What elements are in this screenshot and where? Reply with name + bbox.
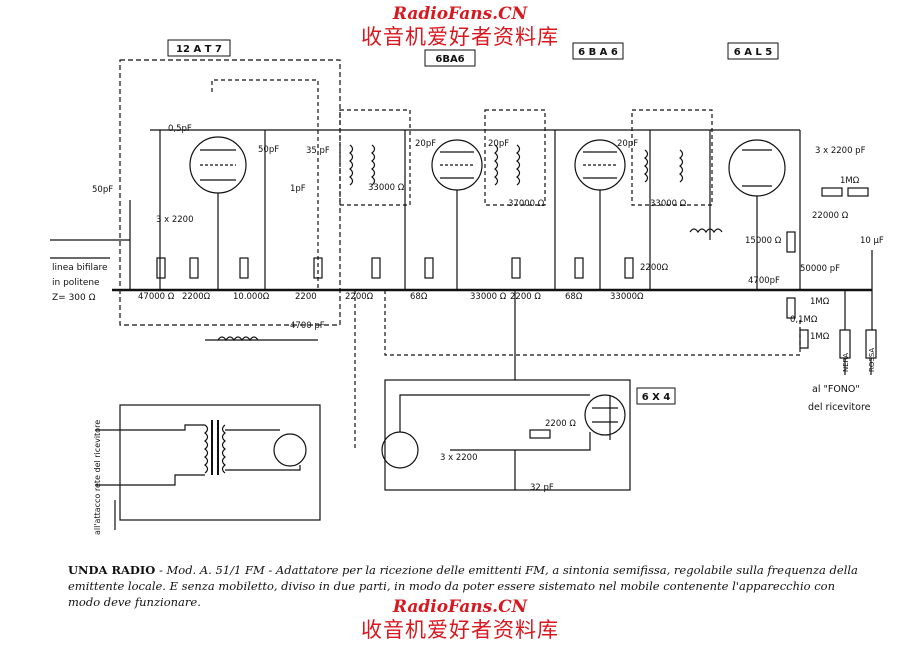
caption-model: Mod. A. 51/1 FM [166, 563, 265, 577]
line-label-3: Z= 300 Ω [52, 293, 96, 303]
if-can-2 [484, 109, 546, 206]
label-c20pf: 20pF [415, 139, 436, 149]
label-r37000: 37000 Ω [508, 199, 545, 209]
label-c4700: 4700 pF [290, 321, 325, 331]
watermark-site-bottom: RadioFans.CN [392, 597, 528, 617]
label-m1ma3: 1MΩ [840, 176, 860, 186]
label-r33000d: 33000 Ω [650, 199, 687, 209]
label-r10000: 10.000Ω [233, 292, 270, 302]
label-c1pf: 1pF [290, 184, 306, 194]
label-c05p: 0,5pF [168, 124, 192, 134]
label-r22000: 22000 Ω [812, 211, 849, 221]
power-box [384, 379, 631, 491]
label-r2200e: 2200 Ω [545, 419, 576, 429]
if-can-3 [631, 109, 713, 206]
label-r33000c: 33000 Ω [368, 183, 405, 193]
mains-transformer [204, 420, 226, 475]
label-r33000: 33000 Ω [470, 292, 507, 302]
schematic-diagram: 12 A T 7 6BA6 6 B A 6 6 A L 5 6 X 4 50pF… [50, 39, 884, 535]
label-x3-7: 3 x 2200 pF [815, 146, 866, 156]
mains-box [119, 404, 321, 521]
tube-12at7 [189, 136, 247, 194]
label-r2200f: 2200Ω [640, 263, 669, 273]
label-c20pf3: 20pF [617, 139, 638, 149]
wire-nera: NERA [842, 353, 850, 372]
label-m1ma2: 1MΩ [810, 332, 830, 342]
label-r68b: 68Ω [565, 292, 583, 302]
label-r2200d: 2200 Ω [510, 292, 541, 302]
tube-label-6x4: 6 X 4 [642, 392, 671, 403]
label-r33000b: 33000Ω [610, 292, 644, 302]
label-r2200c: 2200Ω [345, 292, 374, 302]
line-label-1: linea bifilare [52, 263, 108, 273]
lamp-73 [381, 431, 419, 469]
label-m01ma: 0,1MΩ [790, 315, 818, 325]
label-c50pf2: 50pF [258, 145, 279, 155]
caption-brand: UNDA RADIO [68, 563, 156, 577]
tube-label-6al5: 6 A L 5 [734, 47, 773, 58]
caption-text: - Adattatore per la ricezione delle emit… [68, 563, 858, 593]
out-label-2: del ricevitore [808, 402, 871, 413]
label-r15000: 15000 Ω [745, 236, 782, 246]
shield-box-12at7 [119, 59, 341, 326]
mains-label: all'attacco rete del ricevitore [93, 420, 102, 535]
tube-label-6ba6-2: 6 B A 6 [578, 47, 618, 58]
socket-72 [273, 433, 307, 467]
label-c50p: 50pF [92, 185, 113, 195]
label-c4700b: 4700pF [748, 276, 780, 286]
label-r2200b: 2200 [295, 292, 317, 302]
label-m1ma: 1MΩ [810, 297, 830, 307]
label-c35pf: 35 pF [306, 146, 330, 156]
caption: UNDA RADIO - Mod. A. 51/1 FM - Adattator… [68, 563, 858, 609]
watermark-chinese: 收音机爱好者资料库 [361, 25, 559, 49]
label-x3-1: 3 x 2200 [156, 215, 193, 225]
tube-6ba6-1 [431, 139, 483, 191]
watermark-bottom: RadioFans.CN 收音机爱好者资料库 [0, 597, 920, 643]
label-r68: 68Ω [410, 292, 428, 302]
label-c10uf: 10 µF [860, 236, 884, 246]
if-can-1 [339, 109, 411, 206]
watermark-site: RadioFans.CN [392, 4, 528, 24]
label-x3-8: 3 x 2200 [440, 453, 477, 463]
tube-6al5 [728, 139, 786, 197]
label-c20pf2: 20pF [488, 139, 509, 149]
line-label-2: in politene [52, 278, 100, 288]
tube-label-6ba6-1: 6BA6 [435, 54, 464, 65]
tube-6x4 [584, 394, 626, 436]
watermark-top: RadioFans.CN 收音机爱好者资料库 [0, 4, 920, 50]
out-label-1: al "FONO" [812, 384, 860, 395]
label-c50000: 50000 pF [800, 264, 840, 274]
caption-tail: modo deve funzionare. [68, 595, 201, 609]
watermark-chinese-bottom: 收音机爱好者资料库 [361, 618, 559, 642]
label-c32pf: 32 pF [530, 483, 554, 493]
label-r2200: 2200Ω [182, 292, 211, 302]
label-r47000: 47000 Ω [138, 292, 175, 302]
tube-label-12at7: 12 A T 7 [176, 44, 222, 55]
wire-rossa: ROSSA [868, 348, 876, 372]
